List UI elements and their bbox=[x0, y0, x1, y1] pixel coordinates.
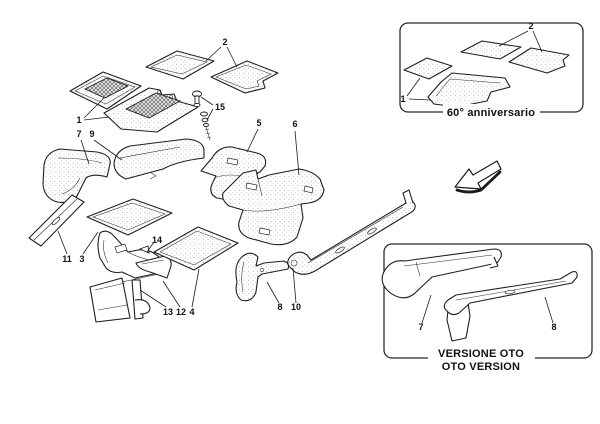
leader-line bbox=[200, 96, 214, 106]
callout-6: 6 bbox=[292, 119, 297, 129]
part-side-trim-lower bbox=[235, 252, 290, 302]
part-front-side-trim bbox=[42, 148, 111, 203]
callout-11: 11 bbox=[62, 254, 72, 264]
part-floor-carpet bbox=[222, 168, 325, 246]
callout-4: 4 bbox=[189, 307, 194, 317]
inset-anniversario-callout-2: 2 bbox=[528, 21, 533, 31]
leader-line bbox=[162, 280, 181, 308]
callout-5: 5 bbox=[256, 118, 261, 128]
leader-line bbox=[146, 241, 155, 253]
inset-anniversario-parts bbox=[403, 40, 570, 108]
part-sill-trim-long bbox=[287, 189, 416, 275]
callout-13: 13 bbox=[163, 307, 173, 317]
main-callout-labels: 1 2 15 5 6 7 9 11 3 14 13 12 4 8 10 bbox=[62, 37, 301, 317]
part-flat-mat-left bbox=[86, 198, 173, 236]
inset-anniversario-leader-lines bbox=[406, 30, 543, 101]
inset-oto-version: 7 8 VERSIONE OTO OTO VERSION bbox=[381, 243, 593, 373]
leader-line bbox=[421, 294, 432, 324]
leader-line bbox=[205, 46, 222, 62]
part-anniversario-rear-mat-left bbox=[460, 40, 522, 60]
leader-line bbox=[246, 128, 259, 153]
leader-line bbox=[532, 30, 543, 53]
part-driver-mat bbox=[103, 87, 199, 133]
direction-arrow-icon bbox=[454, 160, 502, 194]
part-anniversario-driver-mat bbox=[427, 72, 511, 108]
leader-line bbox=[93, 139, 123, 161]
part-anniversario-rear-mat-right bbox=[508, 47, 570, 74]
callout-14: 14 bbox=[152, 235, 162, 245]
part-rear-mat-left bbox=[145, 50, 215, 80]
leader-line bbox=[139, 289, 167, 308]
part-rear-mat-right bbox=[210, 60, 279, 94]
leader-line bbox=[80, 139, 90, 165]
caption-versione-oto: VERSIONE OTO bbox=[438, 348, 524, 360]
caption-background bbox=[443, 104, 540, 118]
leader-line bbox=[206, 108, 214, 121]
main-parts-group bbox=[28, 50, 416, 323]
leader-line bbox=[292, 267, 297, 304]
leader-line bbox=[191, 268, 200, 308]
caption-background bbox=[428, 346, 535, 359]
leader-line bbox=[57, 230, 68, 255]
leader-line bbox=[226, 46, 238, 68]
inset-anniversario-callout-1: 1 bbox=[400, 94, 405, 104]
leader-line bbox=[498, 30, 529, 47]
callout-7: 7 bbox=[76, 129, 81, 139]
callout-1: 1 bbox=[76, 115, 81, 125]
leader-line bbox=[82, 231, 99, 255]
part-oto-sill-trim-8 bbox=[443, 271, 578, 342]
caption-60-anniversario: 60° anniversario bbox=[447, 107, 535, 119]
callout-10: 10 bbox=[291, 302, 301, 312]
callout-2: 2 bbox=[222, 37, 227, 47]
inset-oto-callout-7: 7 bbox=[418, 322, 423, 332]
callout-12: 12 bbox=[176, 307, 186, 317]
part-sill-strip-left bbox=[28, 194, 85, 247]
leader-line bbox=[408, 98, 431, 101]
part-front-carpet bbox=[113, 138, 205, 180]
inset-60-anniversario: 1 2 60° anniversario bbox=[399, 21, 584, 119]
part-oto-side-trim-7 bbox=[381, 248, 502, 299]
leader-line bbox=[294, 130, 300, 176]
inset-oto-callout-8: 8 bbox=[551, 322, 556, 332]
caption-oto-version: OTO VERSION bbox=[442, 361, 520, 373]
leader-line bbox=[266, 281, 280, 304]
callout-3: 3 bbox=[79, 254, 84, 264]
callout-15: 15 bbox=[215, 102, 225, 112]
leader-line bbox=[83, 97, 105, 119]
leader-line bbox=[406, 77, 421, 97]
leader-line bbox=[83, 116, 110, 121]
main-leader-lines bbox=[57, 46, 300, 308]
inset-oto-parts bbox=[381, 248, 578, 342]
inset-oto-leader-lines bbox=[421, 294, 554, 324]
part-front-left-mat bbox=[69, 71, 142, 110]
callout-9: 9 bbox=[89, 129, 94, 139]
leader-line bbox=[544, 296, 554, 324]
callout-8: 8 bbox=[277, 302, 282, 312]
part-anniversario-front-left-mat bbox=[403, 57, 453, 80]
part-flat-mat-center bbox=[153, 226, 239, 271]
part-mat-fasteners bbox=[192, 90, 212, 141]
